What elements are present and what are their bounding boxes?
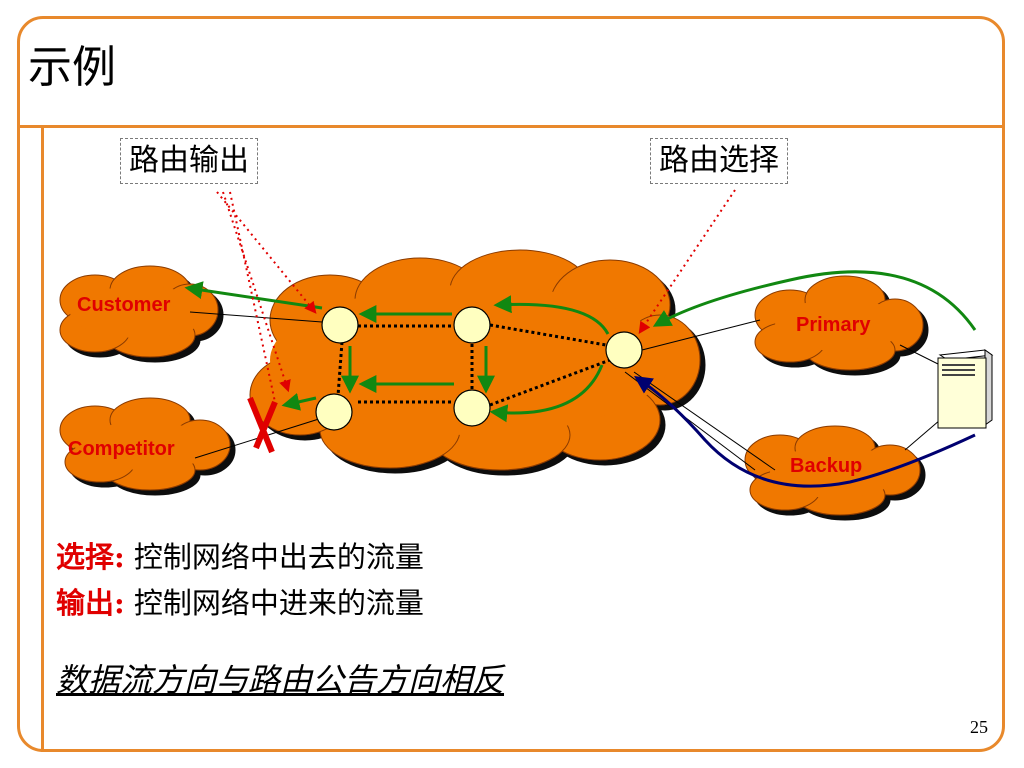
title-divider — [17, 125, 1005, 128]
customer-label: Customer — [77, 294, 171, 316]
callout-lines — [216, 189, 736, 403]
export-label: 输出: — [56, 586, 125, 620]
export-text: 控制网络中进来的流量 — [124, 586, 424, 620]
select-label: 选择: — [56, 540, 125, 574]
router-node — [605, 331, 643, 369]
green-arrows — [184, 270, 977, 423]
router-node — [315, 393, 353, 431]
slide-title: 示例 — [28, 42, 116, 93]
routers — [315, 306, 643, 431]
select-note: 选择: 控制网络中出去的流量 — [56, 540, 424, 575]
route-export-callout: 路由输出 — [120, 138, 258, 184]
export-note: 输出: 控制网络中进来的流量 — [56, 586, 424, 621]
internal-links — [336, 323, 611, 407]
select-text: 控制网络中出去的流量 — [124, 540, 424, 574]
competitor-cloud — [59, 397, 231, 491]
server-icon — [937, 349, 994, 429]
page-number: 25 — [970, 717, 988, 737]
primary-label: Primary — [796, 314, 871, 336]
router-node — [453, 389, 491, 427]
slide-frame — [17, 16, 1005, 752]
route-select-callout: 路由选择 — [650, 138, 788, 184]
router-node — [453, 306, 491, 344]
backup-label: Backup — [790, 455, 862, 477]
competitor-label: Competitor — [68, 438, 175, 460]
blocked-x-icon — [247, 396, 278, 454]
backup-arrow — [634, 376, 976, 488]
summary-note: 数据流方向与路由公告方向相反 — [56, 661, 505, 699]
primary-cloud — [754, 275, 924, 371]
left-divider — [41, 128, 44, 752]
router-node — [321, 306, 359, 344]
